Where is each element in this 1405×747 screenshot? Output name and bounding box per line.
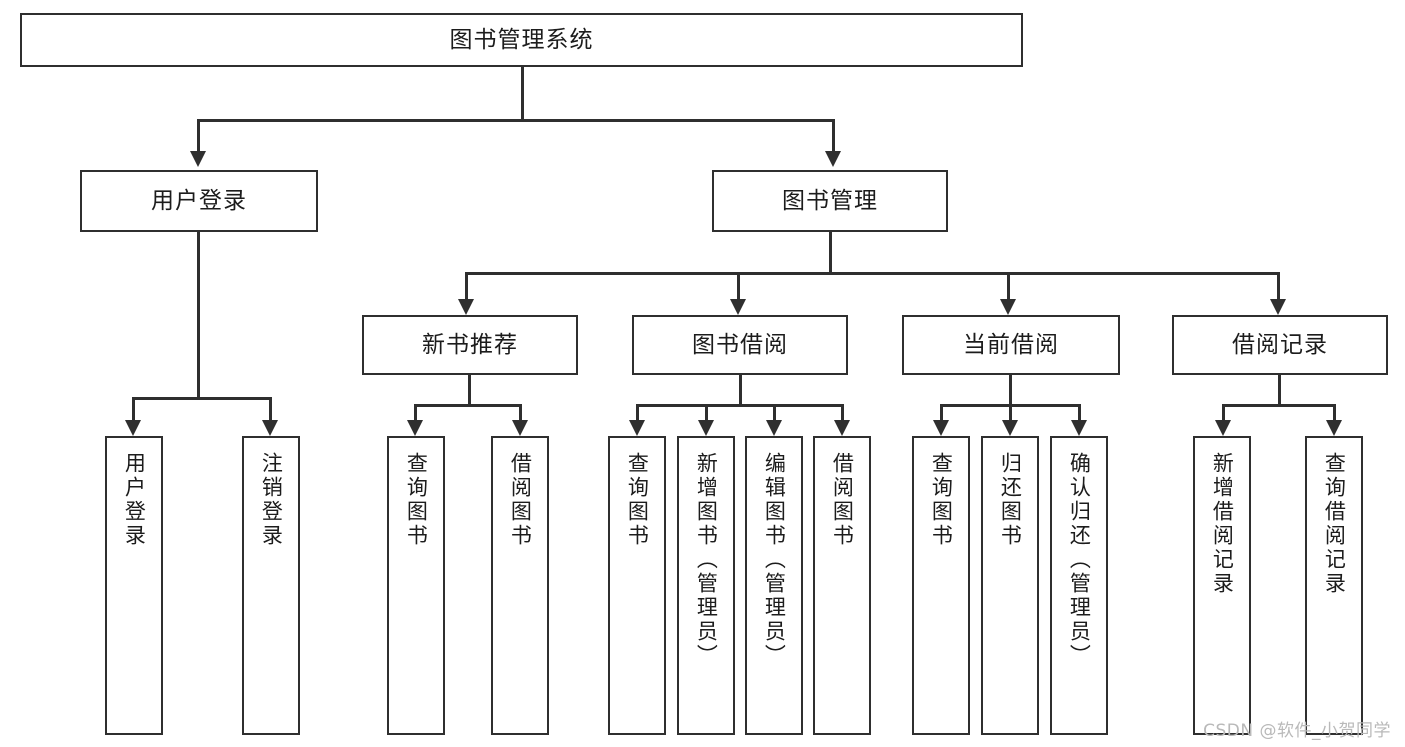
arrow-book-borrow-to-leaf-3: [766, 420, 782, 436]
node-label: 确认归还（管理员）: [1067, 452, 1092, 668]
connector-book-borrow-to-leaf-1: [636, 404, 639, 420]
connector-new-book-bus: [414, 404, 522, 407]
connector-book-borrow-to-leaf-2: [705, 404, 708, 420]
node-label: 注销登录: [259, 452, 284, 548]
connector-new-book-stem: [468, 375, 471, 406]
csdn-watermark: CSDN @软件_小贺同学: [1203, 721, 1391, 741]
node-user-login[interactable]: 用户登录: [80, 170, 318, 232]
node-book-borrow[interactable]: 图书借阅: [632, 315, 848, 375]
connector-bm-to-current-borrow: [1007, 272, 1010, 299]
arrow-current-borrow-to-leaf-2: [1002, 420, 1018, 436]
node-label: 借阅图书: [508, 452, 533, 548]
leaf-user-login-login[interactable]: 用户登录: [105, 436, 163, 735]
node-label: 查询图书: [929, 452, 954, 548]
leaf-user-login-logout[interactable]: 注销登录: [242, 436, 300, 735]
node-root-book-management-system[interactable]: 图书管理系统: [20, 13, 1023, 67]
arrow-book-borrow-to-leaf-1: [629, 420, 645, 436]
node-label: 当前借阅: [963, 331, 1059, 358]
connector-current-borrow-to-leaf-2: [1009, 404, 1012, 420]
connector-root-stem: [521, 67, 524, 121]
connector-book-borrow-to-leaf-4: [841, 404, 844, 420]
node-label: 借阅记录: [1232, 331, 1328, 358]
arrow-user-login-to-leaf-1: [125, 420, 141, 436]
leaf-current-borrow-return-book[interactable]: 归还图书: [981, 436, 1039, 735]
connector-bm-to-new-book: [465, 272, 468, 299]
arrow-book-borrow-to-leaf-2: [698, 420, 714, 436]
connector-book-borrow-bus: [636, 404, 844, 407]
leaf-current-borrow-query-book[interactable]: 查询图书: [912, 436, 970, 735]
connector-current-borrow-stem: [1009, 375, 1012, 406]
leaf-new-book-query-book[interactable]: 查询图书: [387, 436, 445, 735]
arrow-book-borrow-to-leaf-4: [834, 420, 850, 436]
arrow-bm-to-borrow-record: [1270, 299, 1286, 315]
connector-borrow-record-bus: [1222, 404, 1336, 407]
leaf-book-borrow-add-book-admin[interactable]: 新增图书（管理员）: [677, 436, 735, 735]
node-new-book-recommend[interactable]: 新书推荐: [362, 315, 578, 375]
leaf-book-borrow-edit-book-admin[interactable]: 编辑图书（管理员）: [745, 436, 803, 735]
node-current-borrow[interactable]: 当前借阅: [902, 315, 1120, 375]
arrow-current-borrow-to-leaf-1: [933, 420, 949, 436]
leaf-book-borrow-query-book[interactable]: 查询图书: [608, 436, 666, 735]
node-label: 新书推荐: [422, 331, 518, 358]
connector-book-borrow-to-leaf-3: [773, 404, 776, 420]
arrow-bm-to-new-book: [458, 299, 474, 315]
connector-root-to-book-management: [832, 119, 835, 151]
node-label: 查询图书: [625, 452, 650, 548]
connector-current-borrow-to-leaf-1: [940, 404, 943, 420]
arrow-root-to-user-login: [190, 151, 206, 167]
connector-borrow-record-stem: [1278, 375, 1281, 406]
connector-borrow-record-to-leaf-1: [1222, 404, 1225, 420]
connector-user-login-stem: [197, 232, 200, 400]
node-label: 查询图书: [404, 452, 429, 548]
connector-user-login-to-leaf-1: [132, 397, 135, 420]
node-label: 新增图书（管理员）: [694, 452, 719, 668]
node-label: 用户登录: [122, 452, 147, 548]
arrow-borrow-record-to-leaf-1: [1215, 420, 1231, 436]
leaf-borrow-record-add-record[interactable]: 新增借阅记录: [1193, 436, 1251, 735]
leaf-book-borrow-borrow-book[interactable]: 借阅图书: [813, 436, 871, 735]
connector-user-login-to-leaf-2: [269, 397, 272, 420]
arrow-current-borrow-to-leaf-3: [1071, 420, 1087, 436]
node-label: 借阅图书: [830, 452, 855, 548]
connector-bm-to-book-borrow: [737, 272, 740, 299]
arrow-user-login-to-leaf-2: [262, 420, 278, 436]
leaf-new-book-borrow-book[interactable]: 借阅图书: [491, 436, 549, 735]
leaf-current-borrow-confirm-return-admin[interactable]: 确认归还（管理员）: [1050, 436, 1108, 735]
arrow-new-book-to-leaf-1: [407, 420, 423, 436]
connector-new-book-to-leaf-2: [519, 404, 522, 420]
node-label: 图书借阅: [692, 331, 788, 358]
connector-new-book-to-leaf-1: [414, 404, 417, 420]
connector-book-borrow-stem: [739, 375, 742, 406]
connector-current-borrow-to-leaf-3: [1078, 404, 1081, 420]
arrow-bm-to-current-borrow: [1000, 299, 1016, 315]
node-label: 归还图书: [998, 452, 1023, 548]
connector-root-bus: [197, 119, 834, 122]
arrow-root-to-book-management: [825, 151, 841, 167]
node-label: 新增借阅记录: [1210, 452, 1235, 596]
arrow-new-book-to-leaf-2: [512, 420, 528, 436]
connector-root-to-user-login: [197, 119, 200, 151]
connector-borrow-record-to-leaf-2: [1333, 404, 1336, 420]
leaf-borrow-record-query-record[interactable]: 查询借阅记录: [1305, 436, 1363, 735]
node-label: 编辑图书（管理员）: [762, 452, 787, 668]
connector-bm-to-borrow-record: [1277, 272, 1280, 299]
connector-book-management-stem: [829, 232, 832, 274]
node-label: 图书管理系统: [449, 26, 594, 53]
node-label: 用户登录: [151, 187, 247, 214]
node-book-management[interactable]: 图书管理: [712, 170, 948, 232]
arrow-bm-to-book-borrow: [730, 299, 746, 315]
node-label: 图书管理: [782, 187, 878, 214]
connector-user-login-bus: [132, 397, 271, 400]
arrow-borrow-record-to-leaf-2: [1326, 420, 1342, 436]
connector-book-management-bus: [465, 272, 1277, 275]
node-label: 查询借阅记录: [1322, 452, 1347, 596]
node-borrow-record[interactable]: 借阅记录: [1172, 315, 1388, 375]
